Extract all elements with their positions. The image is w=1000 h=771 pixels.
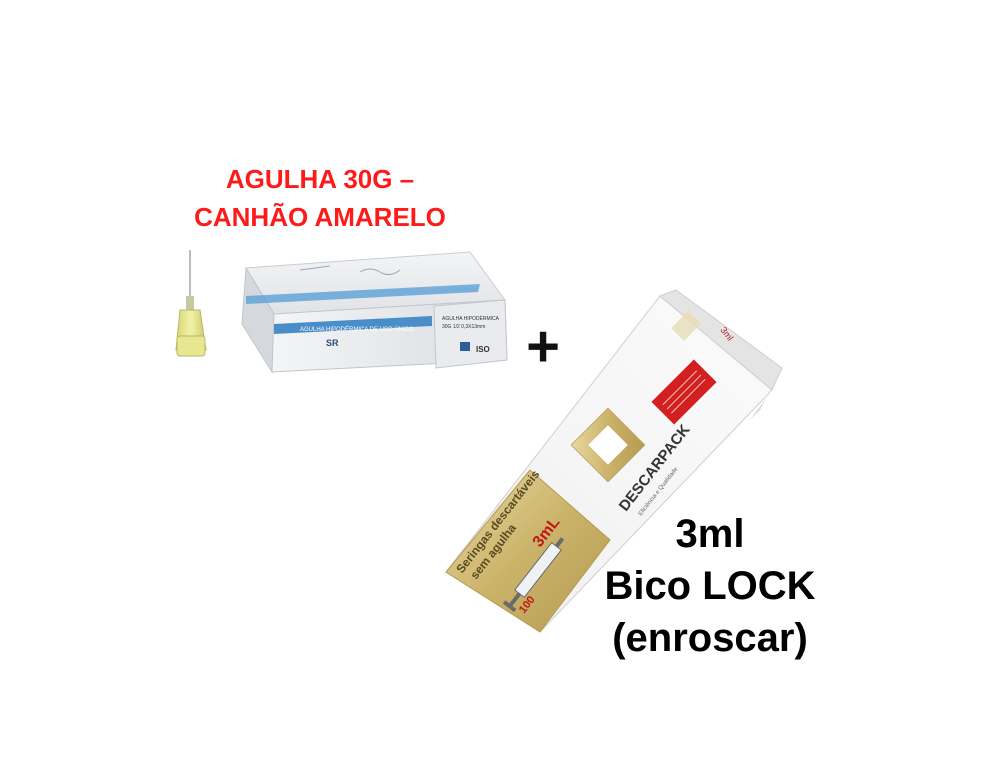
plus-sign: +	[526, 314, 560, 379]
syringe-icon	[502, 537, 565, 613]
needle-box-iso: ISO	[476, 345, 490, 354]
needle-title-line2: CANHÃO AMARELO	[194, 202, 446, 232]
syringe-caption: 3ml Bico LOCK (enroscar)	[590, 508, 830, 664]
needle-title-line1: AGULHA 30G –	[225, 164, 415, 194]
syringe-caption-line2: Bico LOCK	[604, 564, 816, 608]
needle-box-side-text: AGULHA HIPODÉRMICA	[442, 315, 500, 322]
needle-box-side-spec: 30G 1/2 0,3X13mm	[442, 324, 485, 330]
needle-box-band-text: AGULHA HIPODÉRMICA DE USO ÚNICO	[300, 326, 414, 333]
needle-box-brand: SR	[326, 338, 339, 348]
syringe-caption-line3: (enroscar)	[612, 616, 808, 660]
needle-image	[175, 250, 207, 357]
syringe-caption-line1: 3ml	[675, 512, 745, 556]
syringe-box-image: DESCARPACK Eficiência e Qualidade Sering…	[445, 289, 783, 633]
needle-title: AGULHA 30G – CANHÃO AMARELO	[160, 160, 480, 236]
needle-box-image: AGULHA HIPODÉRMICA DE USO ÚNICO SR AGULH…	[241, 251, 508, 374]
